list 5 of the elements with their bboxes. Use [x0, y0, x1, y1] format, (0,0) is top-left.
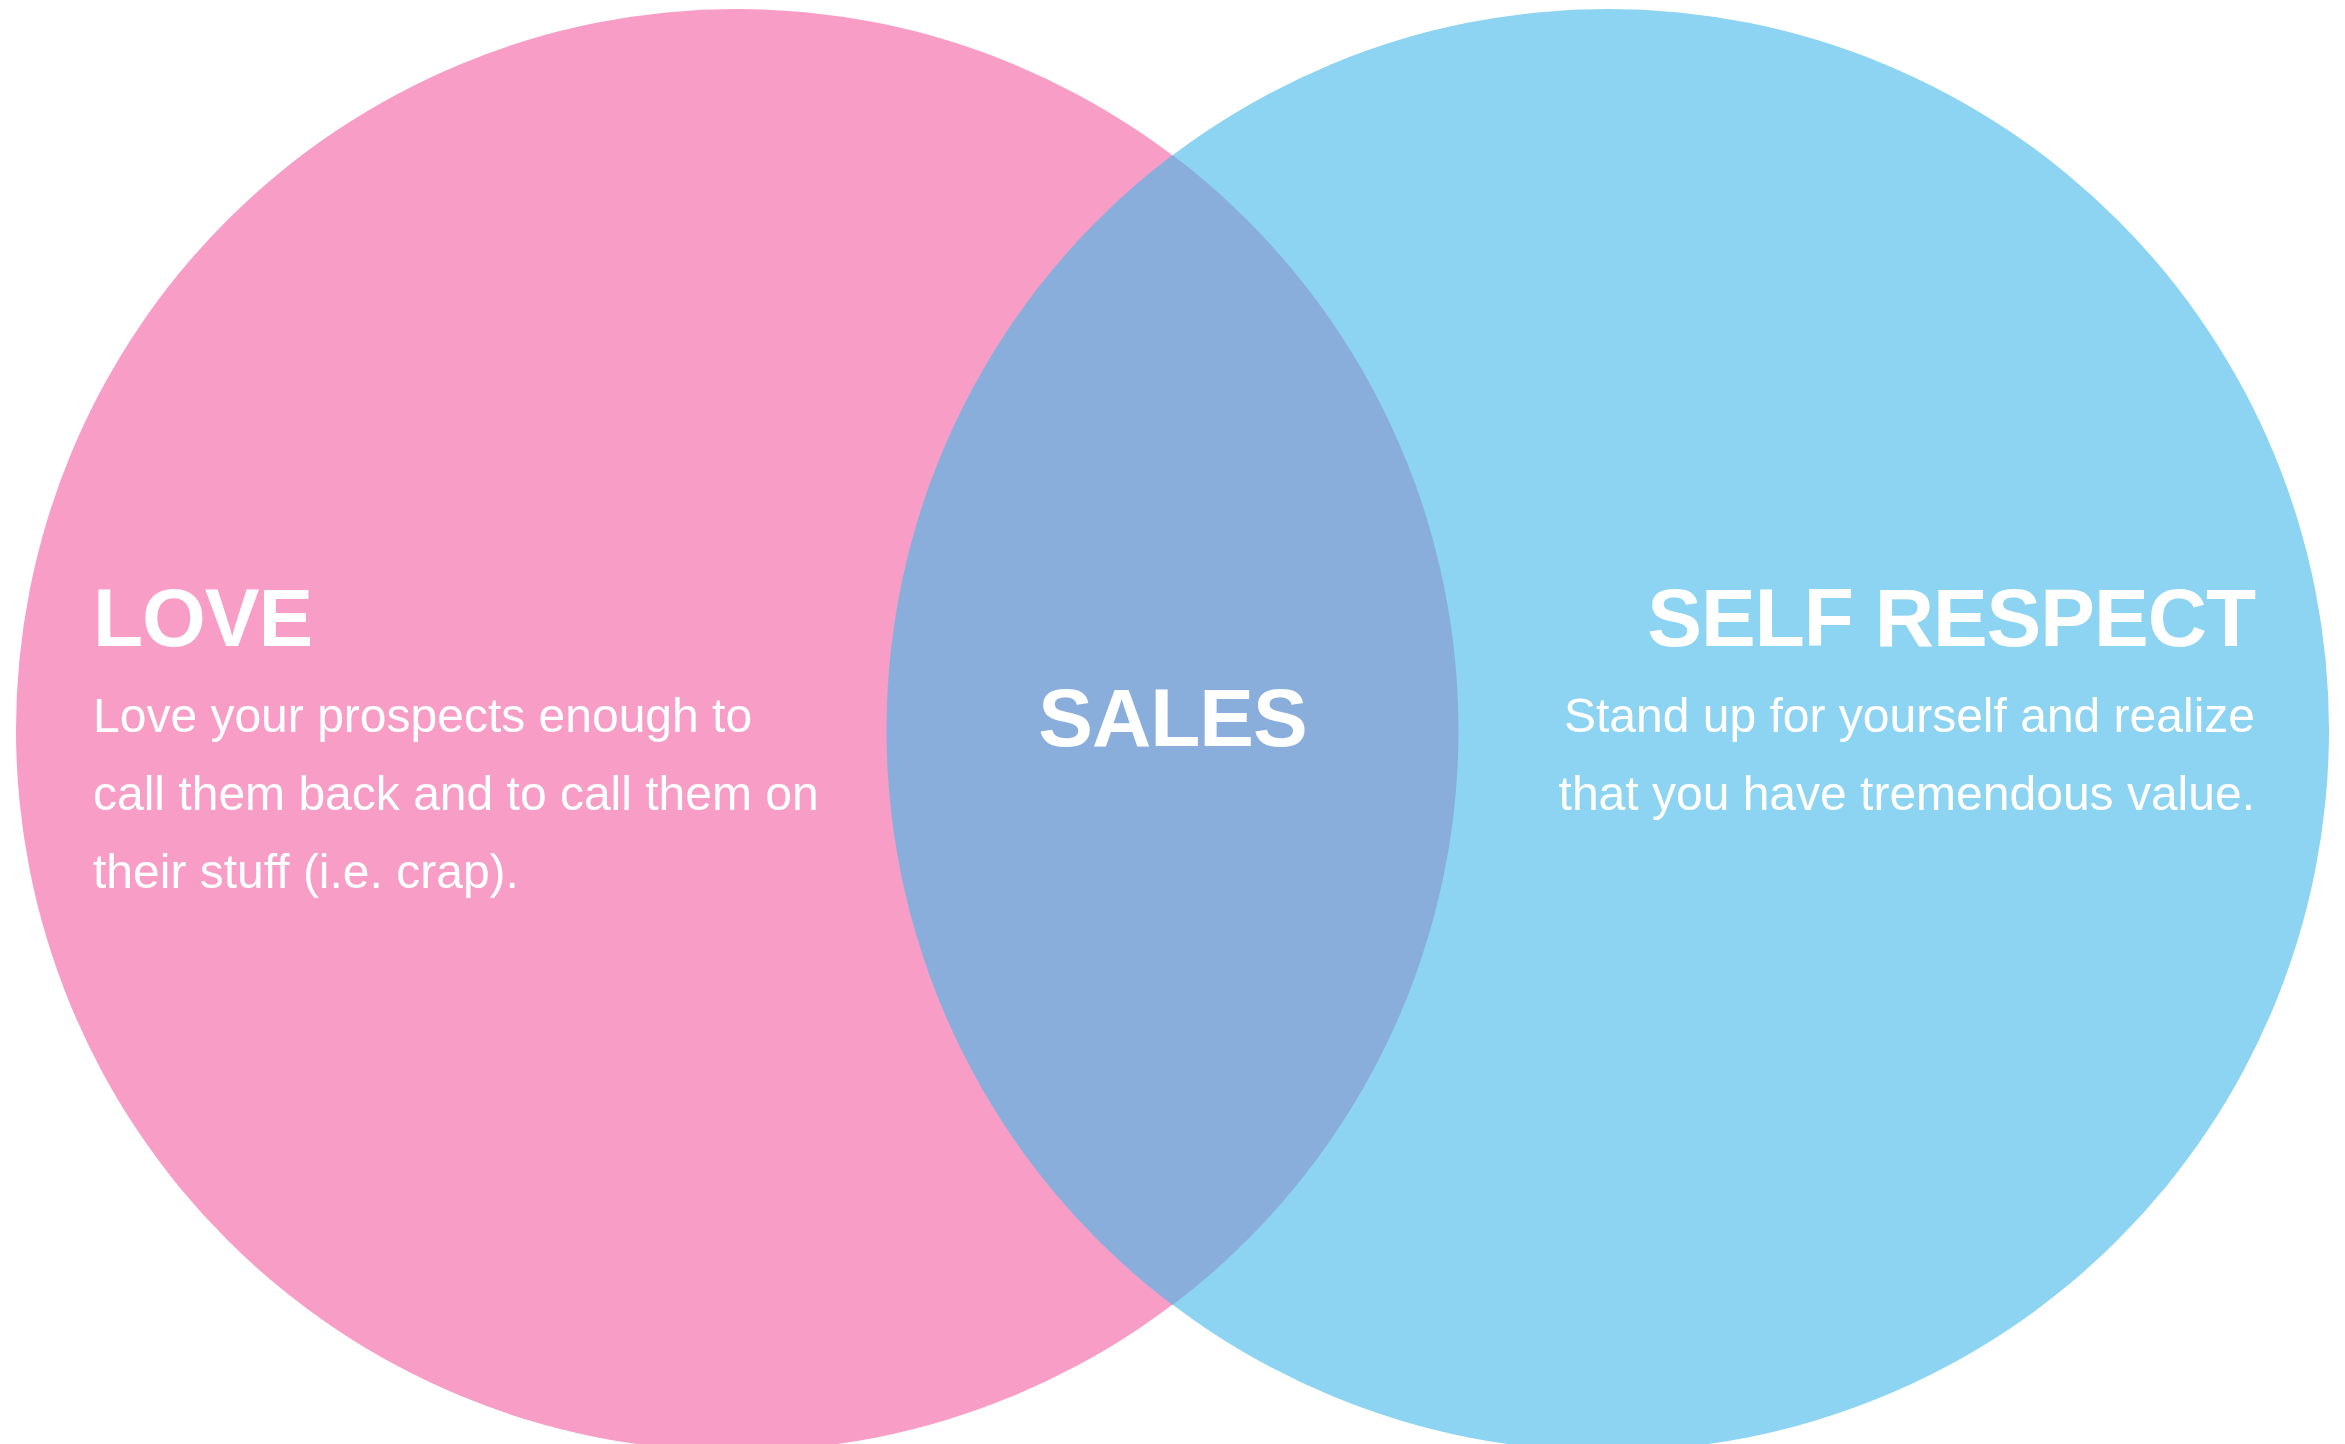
circle-heading: SELF RESPECT	[1647, 577, 2255, 659]
circle-heading: SALES	[1037, 677, 1308, 759]
circle-description: Love your prospects enough to call them back and to call them on their stuff (i.e. crap).	[93, 688, 820, 900]
circle-description: Stand up for yourself and realize that you have tremendous value.	[1557, 688, 2255, 822]
circle-heading: LOVE	[93, 577, 313, 659]
